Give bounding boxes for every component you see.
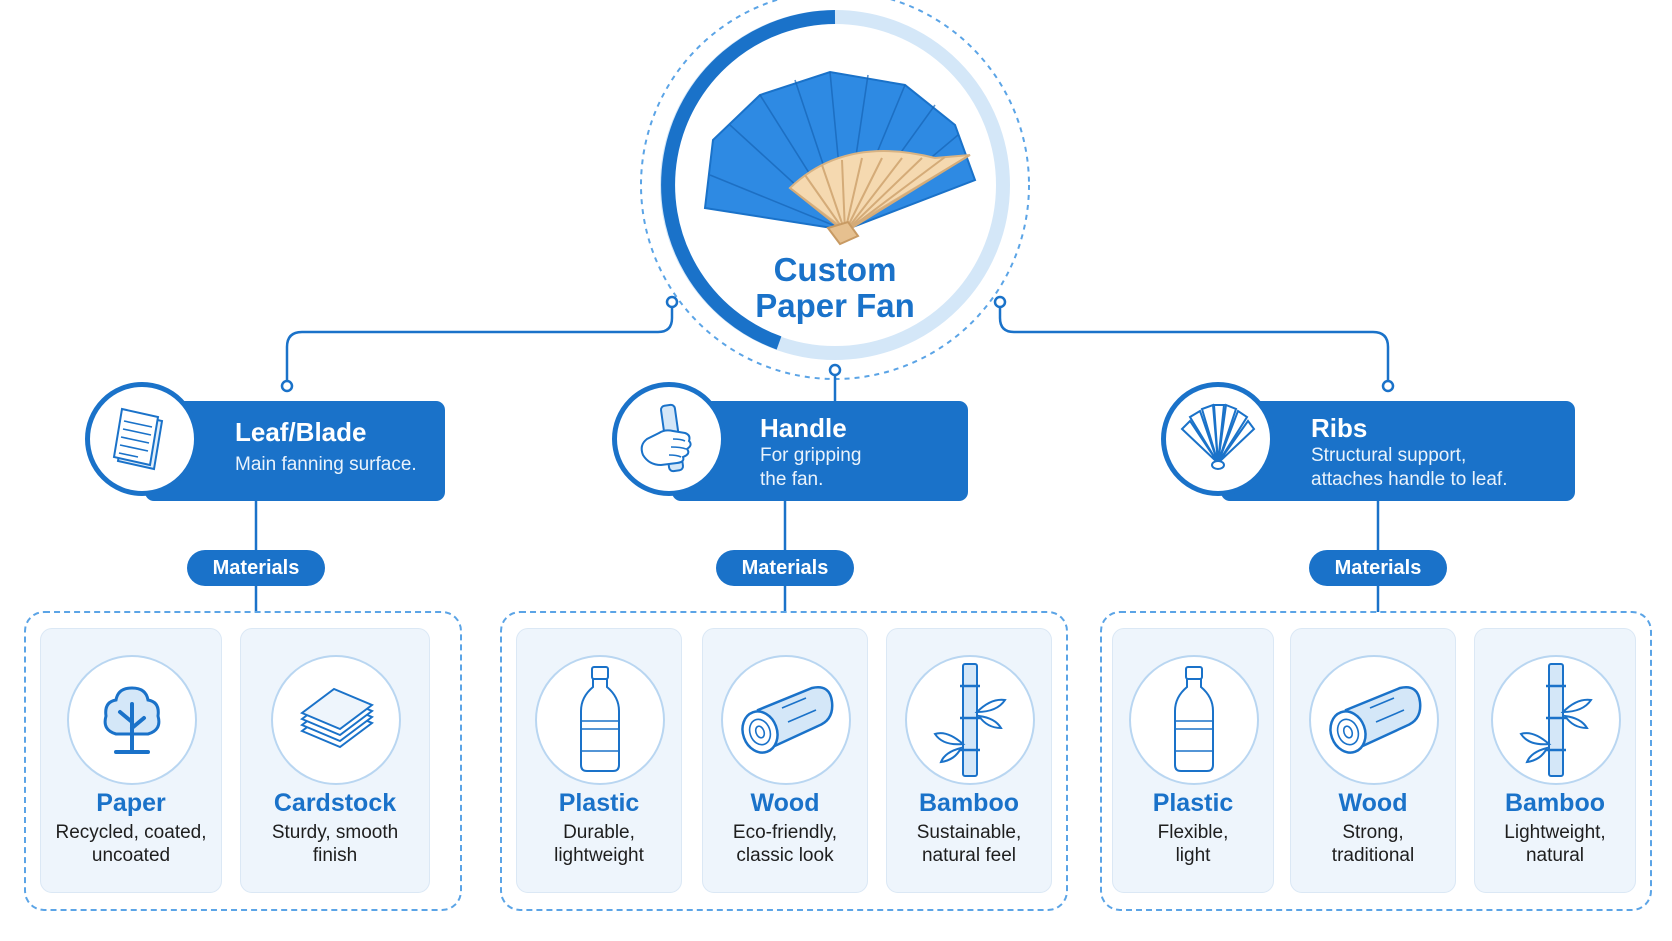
material-card-bamboo: Bamboo Sustainable, natural feel bbox=[886, 628, 1052, 893]
component-title: Leaf/Blade bbox=[235, 417, 367, 447]
materials-group-leaf bbox=[24, 611, 462, 911]
materials-pill: Materials bbox=[1309, 550, 1447, 586]
wood-log-icon bbox=[1329, 686, 1422, 754]
material-icon-circle bbox=[905, 655, 1035, 785]
center-title-line1: Custom bbox=[773, 251, 897, 288]
material-card-wood: Wood Eco-friendly, classic look bbox=[702, 628, 868, 893]
paper-fan-icon bbox=[703, 70, 977, 246]
material-name: Bamboo bbox=[1505, 789, 1605, 817]
component-title: Ribs bbox=[1311, 413, 1368, 443]
bamboo-icon bbox=[933, 663, 1007, 777]
hub-dark-arc bbox=[661, 10, 836, 350]
component-description: Main fanning surface. bbox=[235, 454, 417, 475]
material-icon-circle bbox=[535, 655, 665, 785]
component-leaf-blade: Leaf/Blade Main fanning surface. bbox=[85, 382, 445, 508]
material-card-plastic: Plastic Durable, lightweight bbox=[516, 628, 682, 893]
component-title: Handle bbox=[760, 413, 847, 443]
materials-group-handle bbox=[500, 611, 1068, 911]
material-note: Eco-friendly, classic look bbox=[732, 822, 838, 866]
material-icon-circle bbox=[721, 655, 851, 785]
material-note: Durable, lightweight bbox=[554, 822, 644, 866]
component-ribs: Ribs Structural support, attaches handle… bbox=[1161, 382, 1575, 508]
component-description: Structural support, attaches handle to l… bbox=[1311, 445, 1508, 490]
plastic-bottle-icon bbox=[1174, 666, 1214, 772]
component-handle: Handle For gripping the fan. bbox=[612, 382, 968, 508]
component-description: For gripping the fan. bbox=[760, 445, 862, 490]
materials-pill: Materials bbox=[716, 550, 854, 586]
material-card-wood: Wood Strong, traditional bbox=[1290, 628, 1456, 893]
material-icon-circle bbox=[1491, 655, 1621, 785]
paper-sheets-icon bbox=[112, 407, 164, 471]
material-icon-circle bbox=[271, 655, 401, 785]
tree-icon bbox=[103, 686, 161, 754]
material-note: Recycled, coated, uncoated bbox=[55, 822, 207, 866]
component-icon-circle bbox=[1161, 382, 1275, 496]
material-icon-circle bbox=[1309, 655, 1439, 785]
material-icon-circle bbox=[67, 655, 197, 785]
material-name: Plastic bbox=[1152, 789, 1234, 817]
material-note: Lightweight, natural bbox=[1504, 822, 1606, 866]
bamboo-icon bbox=[1519, 663, 1593, 777]
card-stack-icon bbox=[300, 687, 374, 749]
component-bar: Ribs Structural support, attaches handle… bbox=[1221, 401, 1575, 501]
fan-ribs-icon bbox=[1180, 403, 1256, 470]
material-name: Cardstock bbox=[273, 789, 397, 817]
material-card-paper: Paper Recycled, coated, uncoated bbox=[40, 628, 222, 893]
wood-log-icon bbox=[741, 686, 834, 754]
hand-grip-icon bbox=[640, 403, 692, 473]
material-card-cardstock: Cardstock Sturdy, smooth finish bbox=[240, 628, 430, 893]
plastic-bottle-icon bbox=[580, 666, 620, 772]
material-note: Flexible, light bbox=[1157, 822, 1229, 866]
component-icon-circle bbox=[85, 382, 199, 496]
material-note: Sustainable, natural feel bbox=[916, 822, 1022, 866]
material-name: Paper bbox=[96, 789, 166, 817]
material-name: Wood bbox=[750, 789, 820, 817]
material-name: Wood bbox=[1338, 789, 1408, 817]
material-card-bamboo: Bamboo Lightweight, natural bbox=[1474, 628, 1636, 893]
center-title: Custom Paper Fan bbox=[675, 252, 995, 324]
material-name: Bamboo bbox=[919, 789, 1019, 817]
materials-group-ribs bbox=[1100, 611, 1652, 911]
material-card-plastic: Plastic Flexible, light bbox=[1112, 628, 1274, 893]
materials-pill: Materials bbox=[187, 550, 325, 586]
material-note: Sturdy, smooth finish bbox=[271, 822, 399, 866]
center-title-line2: Paper Fan bbox=[755, 287, 915, 324]
material-icon-circle bbox=[1129, 655, 1259, 785]
component-icon-circle bbox=[612, 382, 726, 496]
material-name: Plastic bbox=[558, 789, 640, 817]
material-note: Strong, traditional bbox=[1331, 822, 1415, 866]
